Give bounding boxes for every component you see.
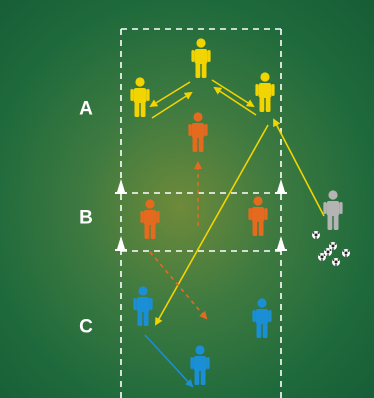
orange-player-zone-a bbox=[188, 112, 208, 152]
field-boundary bbox=[120, 28, 282, 398]
cone-icon bbox=[275, 179, 287, 194]
cone-icon bbox=[275, 236, 287, 251]
pass-arrow-coach-to-right bbox=[273, 118, 325, 217]
ball-pile bbox=[312, 231, 350, 266]
ball-icon bbox=[312, 231, 320, 239]
pass-arrow-top-to-left bbox=[149, 81, 191, 108]
pass-arrow-right-to-top bbox=[213, 86, 257, 116]
pass-arrow-right-to-blue bbox=[155, 124, 269, 326]
ball-icon bbox=[332, 258, 340, 266]
yellow-player-top bbox=[191, 38, 211, 78]
ball-icon bbox=[342, 249, 350, 257]
coach-player bbox=[323, 190, 343, 230]
yellow-player-right bbox=[255, 72, 275, 112]
pass-arrows bbox=[144, 79, 325, 388]
pass-arrow-top-to-right bbox=[211, 79, 255, 108]
pass-arrow-left-to-top bbox=[151, 91, 193, 119]
cone-icon bbox=[115, 179, 127, 194]
players bbox=[130, 38, 343, 385]
orange-player-zone-b-left bbox=[140, 199, 160, 239]
zone-label-c: C bbox=[79, 316, 93, 338]
yellow-player-left bbox=[130, 77, 150, 117]
blue-player-left bbox=[133, 286, 153, 326]
run-arrow-orange-diagonal bbox=[149, 251, 208, 320]
orange-player-zone-b-right bbox=[248, 196, 268, 236]
cone-icon bbox=[115, 236, 127, 251]
pass-arrow-blue-to-bottom bbox=[144, 334, 194, 388]
blue-player-right bbox=[252, 298, 272, 338]
zone-label-a: A bbox=[79, 98, 93, 120]
ball-icon bbox=[324, 248, 332, 256]
zone-label-b: B bbox=[79, 207, 93, 229]
blue-player-bottom bbox=[190, 345, 210, 385]
